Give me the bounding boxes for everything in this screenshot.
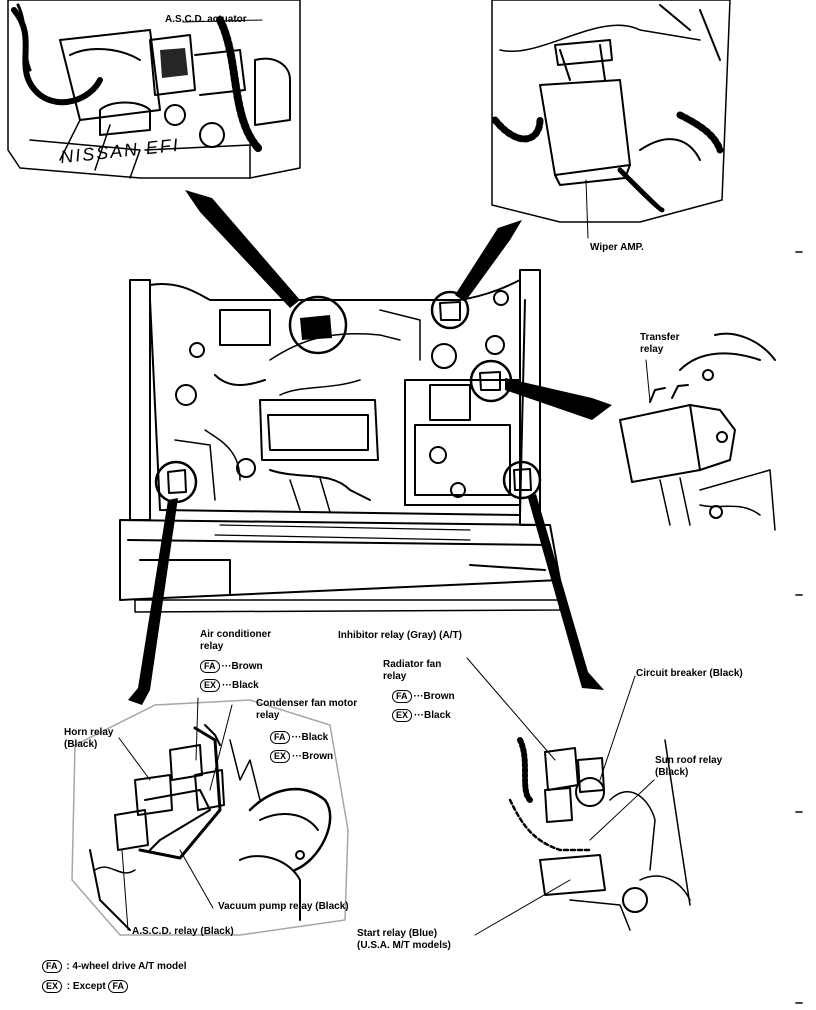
label-transfer-relay-line1: Transfer bbox=[640, 332, 680, 343]
label-start-relay-line2: (U.S.A. M/T models) bbox=[357, 940, 451, 951]
ac-fa-row: FA···Brown bbox=[200, 660, 263, 673]
cond-fa-color: ···Black bbox=[291, 732, 329, 743]
label-start-relay: Start relay (Blue) (U.S.A. M/T models) bbox=[357, 928, 451, 952]
legend-fa-desc: : 4-wheel drive A/T model bbox=[66, 961, 187, 972]
label-radiator-fan-relay: Radiator fan relay bbox=[383, 659, 441, 683]
ex-code-badge: EX bbox=[200, 679, 221, 692]
label-sun-roof-relay: Sun roof relay (Black) bbox=[655, 755, 722, 779]
inset-wiper-amp bbox=[491, 0, 731, 239]
ac-ex-row: EX···Black bbox=[200, 679, 263, 692]
label-radiator-relay-line1: Radiator fan bbox=[383, 659, 442, 670]
ac-relay-color-key: FA···Brown EX···Black bbox=[200, 660, 263, 692]
fa-code-badge: FA bbox=[392, 690, 412, 703]
label-condenser-fan-relay: Condenser fan motor relay bbox=[256, 698, 357, 722]
label-vacuum-pump-relay: Vacuum pump relay (Black) bbox=[218, 901, 349, 912]
ac-fa-color: ···Brown bbox=[221, 661, 263, 672]
label-horn-relay-line2: (Black) bbox=[64, 739, 98, 750]
label-condenser-relay-line2: relay bbox=[256, 710, 280, 721]
rad-ex-row: EX···Black bbox=[392, 709, 455, 722]
label-horn-relay: Horn relay (Black) bbox=[64, 727, 113, 751]
label-circuit-breaker: Circuit breaker (Black) bbox=[636, 668, 743, 679]
label-radiator-relay-line2: relay bbox=[383, 671, 407, 682]
rad-fa-row: FA···Brown bbox=[392, 690, 455, 703]
cond-ex-color: ···Brown bbox=[292, 751, 334, 762]
legend-ex-desc: : Except bbox=[66, 981, 106, 992]
pointer-arrows bbox=[128, 190, 612, 705]
label-ac-relay-line2: relay bbox=[200, 641, 224, 652]
label-ascd-relay: A.S.C.D. relay (Black) bbox=[132, 926, 234, 937]
legend: FA : 4-wheel drive A/T model EX : Except… bbox=[42, 960, 187, 993]
legend-fa-row: FA : 4-wheel drive A/T model bbox=[42, 960, 187, 973]
rad-ex-color: ···Black bbox=[414, 710, 451, 721]
label-sunroof-relay-line2: (Black) bbox=[655, 767, 689, 778]
ex-code-badge: EX bbox=[392, 709, 413, 722]
label-transfer-relay-line2: relay bbox=[640, 344, 664, 355]
inset-ascd-actuator bbox=[7, 0, 301, 179]
ex-code-badge: EX bbox=[270, 750, 291, 763]
radiator-relay-color-key: FA···Brown EX···Black bbox=[392, 690, 455, 722]
edge-marks bbox=[795, 251, 803, 1004]
label-start-relay-line1: Start relay (Blue) bbox=[357, 928, 438, 939]
inset-relay-cluster-left bbox=[71, 697, 349, 936]
condenser-relay-color-key: FA···Black EX···Brown bbox=[270, 731, 333, 763]
label-condenser-relay-line1: Condenser fan motor bbox=[256, 698, 358, 709]
fa-code-badge: FA bbox=[42, 960, 62, 973]
label-wiper-amp: Wiper AMP. bbox=[590, 242, 644, 253]
cond-ex-row: EX···Brown bbox=[270, 750, 333, 763]
label-inhibitor-relay: Inhibitor relay (Gray) (A/T) bbox=[338, 630, 462, 641]
engine-bay-main bbox=[119, 269, 561, 613]
label-horn-relay-line1: Horn relay bbox=[64, 727, 114, 738]
label-ac-relay-line1: Air conditioner bbox=[200, 629, 272, 640]
label-sunroof-relay-line1: Sun roof relay bbox=[655, 755, 723, 766]
ac-ex-color: ···Black bbox=[222, 680, 259, 691]
label-air-conditioner-relay: Air conditioner relay bbox=[200, 629, 271, 653]
label-transfer-relay: Transfer relay bbox=[640, 332, 679, 356]
cond-fa-row: FA···Black bbox=[270, 731, 333, 744]
label-ascd-actuator: A.S.C.D. actuator bbox=[165, 14, 247, 25]
ex-code-badge: EX bbox=[42, 980, 63, 993]
rad-fa-color: ···Brown bbox=[413, 691, 455, 702]
legend-ex-row: EX : Except FA bbox=[42, 980, 187, 993]
fa-code-badge: FA bbox=[200, 660, 220, 673]
fa-code-badge: FA bbox=[270, 731, 290, 744]
inset-transfer-relay bbox=[619, 332, 776, 531]
inset-relay-cluster-right bbox=[466, 657, 691, 936]
fa-code-badge: FA bbox=[108, 980, 128, 993]
